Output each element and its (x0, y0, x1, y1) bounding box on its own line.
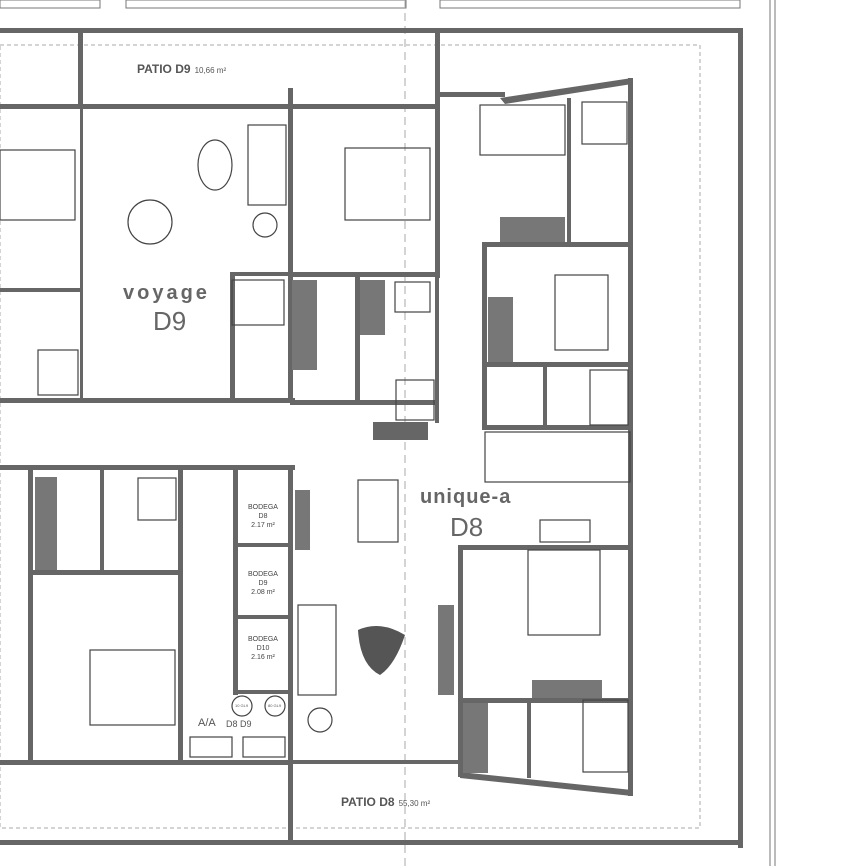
storage-d9: BODEGA D9 2.08 m² (238, 570, 288, 597)
furniture (0, 101, 631, 773)
storage-title: BODEGA (248, 504, 278, 511)
storage-d10: BODEGA D10 2.16 m² (238, 635, 288, 662)
top-border-right (439, 0, 741, 9)
top-border-left (0, 0, 101, 9)
rug (358, 626, 405, 675)
storage-unit: D9 (258, 580, 268, 587)
unit-code-d8: D8 (450, 512, 484, 542)
stairs (35, 217, 602, 773)
storage-area: 2.17 m² (251, 522, 275, 529)
storage-area: 2.16 m² (251, 654, 275, 661)
storage-title: BODEGA (248, 636, 278, 643)
walls (0, 28, 743, 848)
storage-d8: BODEGA D8 2.17 m² (238, 503, 288, 530)
ac-units: D8 D9 (226, 719, 252, 729)
unit-name-d9: voyage (123, 282, 210, 304)
patio-area: 10,66 m² (194, 66, 227, 75)
storage-unit: D8 (258, 513, 268, 520)
ac-meter-1: 10 GL9 (235, 703, 249, 708)
patio-name: PATIO D9 (137, 62, 191, 76)
patio-name: PATIO D8 (341, 795, 395, 809)
ac-meter-2: 80 GL9 (268, 703, 282, 708)
storage-title: BODEGA (248, 571, 278, 578)
patio-outline (0, 44, 701, 829)
storage-area: 2.08 m² (251, 589, 275, 596)
unit-name-d8: unique-a (420, 486, 512, 508)
unit-code-d9: D9 (153, 306, 187, 336)
patio-area: 55,30 m² (398, 799, 431, 808)
ac-label: A/A (198, 717, 216, 729)
storage-unit: D10 (256, 645, 270, 652)
top-border-mid (125, 0, 407, 9)
